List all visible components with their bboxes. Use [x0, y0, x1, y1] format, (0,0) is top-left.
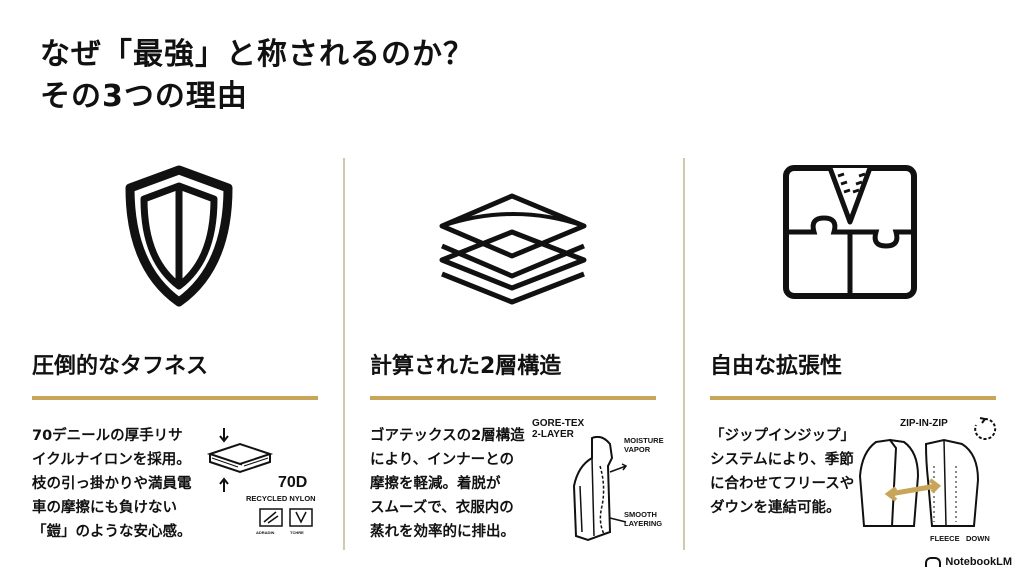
abrasion-badge-icon — [259, 508, 283, 527]
accent-rule — [32, 396, 318, 400]
reason-column-toughness: 圧倒的なタフネス 70デニールの厚手リサ イクルナイロンを採用。 枝の引っ掛かり… — [32, 150, 332, 550]
zip-in-zip-jackets-icon — [858, 438, 980, 527]
accent-rule — [370, 396, 656, 400]
layers-icon — [439, 193, 587, 305]
fabric-material-label: RECYCLED NYLON — [246, 494, 316, 503]
reason-column-two-layer: 計算された2層構造 ゴアテックスの2層構造 により、インナーとの 摩擦を軽減。着… — [370, 150, 670, 550]
goretex-label: GORE-TEX 2-LAYER — [532, 418, 585, 440]
column-divider — [343, 158, 345, 550]
zip-in-zip-label: ZIP-IN-ZIP — [900, 418, 948, 429]
moisture-vapor-label: MOISTURE VAPOR — [624, 436, 664, 454]
reason-heading: 圧倒的なタフネス — [32, 354, 209, 379]
puzzle-zipper-icon — [783, 165, 917, 299]
reason-column-zip-in-zip: 自由な拡張性 「ジップインジップ」 システムにより、季節 に合わせてフリースや … — [710, 150, 1010, 550]
reason-description: ゴアテックスの2層構造 により、インナーとの 摩擦を軽減。着脱が スムーズで、衣… — [370, 428, 525, 540]
title-line-2: その3つの理由 — [40, 79, 248, 114]
smooth-layering-label: SMOOTH LAYERING — [624, 510, 663, 528]
footer-brand-label: NotebookLM — [945, 556, 1012, 568]
title-line-1: なぜ「最強」と称されるのか？ — [40, 37, 474, 72]
tear-badge-label: TCHRE — [290, 530, 304, 535]
fabric-layers-icon — [206, 428, 274, 492]
fleece-label: FLEECE — [930, 534, 960, 543]
accent-rule — [710, 396, 996, 400]
footer-brand: NotebookLM — [925, 556, 1012, 568]
reason-description: 「ジップインジップ」 システムにより、季節 に合わせてフリースや ダウンを連結可… — [710, 428, 855, 516]
column-divider — [683, 158, 685, 550]
reason-description: 70デニールの厚手リサ イクルナイロンを採用。 枝の引っ掛かりや満員電 車の摩擦… — [32, 428, 192, 540]
tear-badge-icon — [289, 508, 313, 527]
jacket-cross-section-icon — [572, 436, 628, 542]
reason-heading: 自由な拡張性 — [710, 354, 843, 379]
abrasion-badge-label: ADRADIN — [256, 530, 275, 535]
fabric-denier-label: 70D — [278, 474, 308, 491]
page-title: なぜ「最強」と称されるのか？ その3つの理由 — [40, 34, 474, 118]
rotate-arrow-icon — [974, 417, 997, 440]
reason-heading: 計算された2層構造 — [370, 354, 562, 379]
down-label: DOWN — [966, 534, 990, 543]
notebooklm-logo-icon — [925, 557, 942, 567]
shield-icon — [125, 165, 233, 307]
